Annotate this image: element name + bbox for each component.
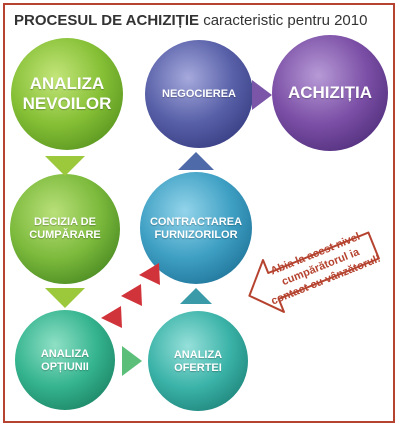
label-negocierea: NEGOCIEREA: [162, 87, 236, 100]
diagram-frame: [3, 3, 395, 423]
arrow-up-2: [178, 152, 214, 170]
arrow-red-2: [121, 284, 142, 306]
arrow-red-1: [101, 306, 122, 328]
diagram-title: PROCESUL DE ACHIZIȚIE caracteristic pent…: [14, 12, 367, 29]
arrow-down-2: [45, 288, 85, 308]
arrow-right-1: [122, 346, 142, 376]
node-contractarea: [140, 172, 252, 284]
node-analiza-nevoilor: [11, 38, 123, 150]
node-achizitia: [272, 35, 388, 151]
arrow-down-1: [45, 156, 85, 176]
node-analiza-ofertei: [148, 311, 248, 411]
callout-arrow: [248, 231, 380, 313]
node-decizia: [10, 174, 120, 284]
node-negocierea: [145, 40, 253, 148]
title-rest: caracteristic pentru 2010: [199, 12, 368, 29]
title-bold: PROCESUL DE ACHIZIȚIE: [14, 12, 200, 29]
node-analiza-optiunii: [15, 310, 115, 410]
arrow-up-1: [180, 288, 212, 304]
arrow-right-2: [252, 80, 272, 110]
label-achizitia: ACHIZIȚIA: [287, 83, 373, 103]
arrow-red-3: [139, 263, 160, 285]
